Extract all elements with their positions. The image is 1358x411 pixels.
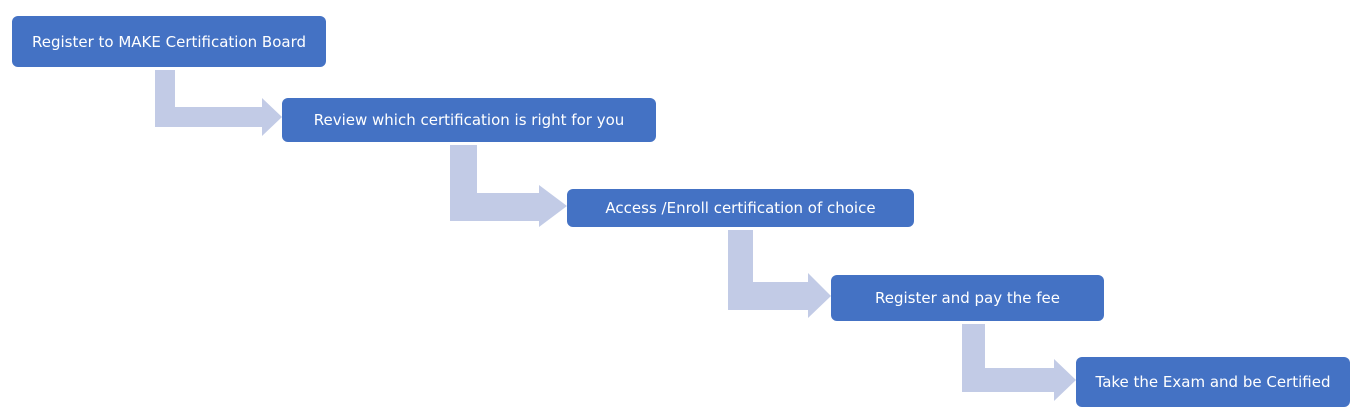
step-3-label: Access /Enroll certification of choice bbox=[605, 199, 876, 217]
step-2-label: Review which certification is right for … bbox=[313, 111, 625, 129]
step-3-box: Access /Enroll certification of choice bbox=[567, 189, 914, 227]
bent-arrow-4-to-5 bbox=[962, 324, 1076, 401]
step-2-box: Review which certification is right for … bbox=[282, 98, 656, 142]
step-5-label: Take the Exam and be Certified bbox=[1095, 373, 1331, 391]
step-4-box: Register and pay the fee bbox=[831, 275, 1104, 321]
step-1-label: Register to MAKE Certification Board bbox=[31, 32, 307, 51]
bent-arrow-2-to-3 bbox=[450, 145, 567, 227]
step-1-box: Register to MAKE Certification Board bbox=[12, 16, 326, 67]
step-5-box: Take the Exam and be Certified bbox=[1076, 357, 1350, 407]
step-4-label: Register and pay the fee bbox=[875, 289, 1060, 307]
bent-arrow-1-to-2 bbox=[155, 70, 282, 136]
bent-arrow-3-to-4 bbox=[728, 230, 831, 318]
